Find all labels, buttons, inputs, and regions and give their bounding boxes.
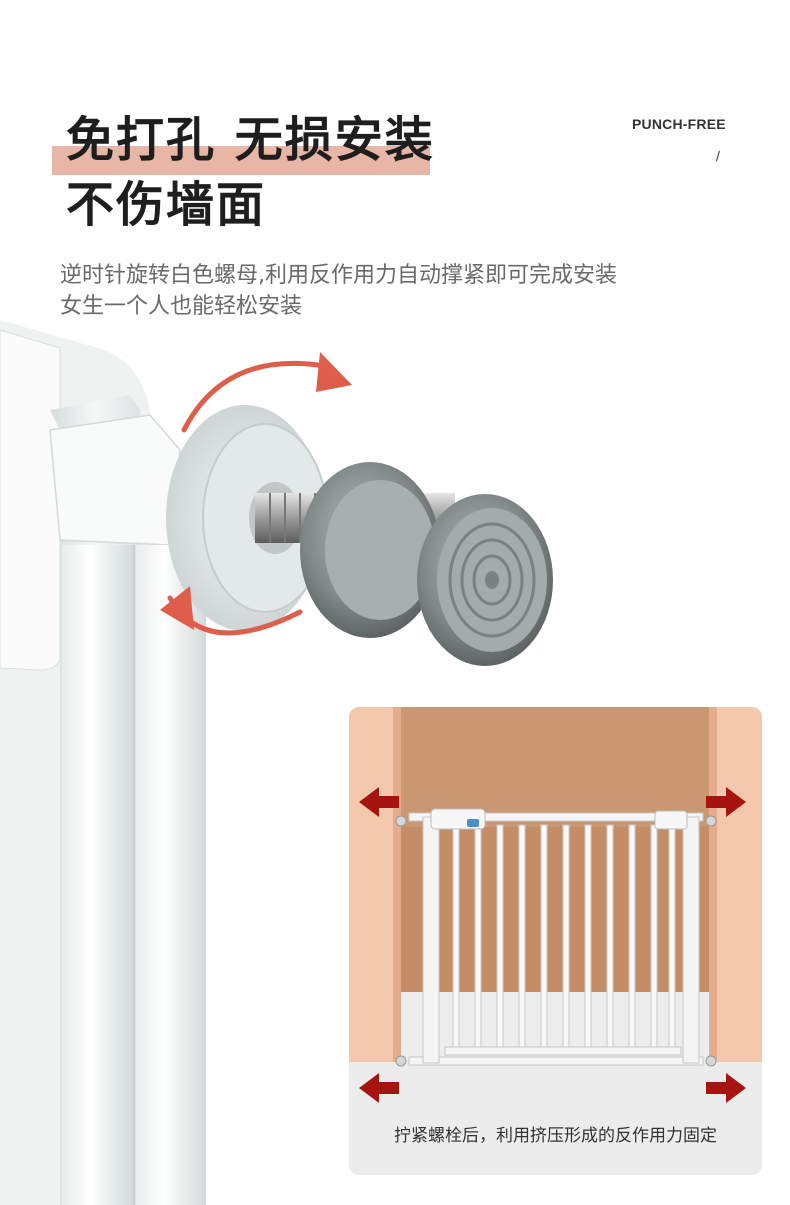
title-highlight-bar <box>52 146 430 175</box>
tag-separator: / <box>716 148 720 164</box>
description-line-2: 女生一个人也能轻松安装 <box>60 294 303 319</box>
wall-pad-icon <box>417 494 553 666</box>
room-gate-diagram <box>349 707 762 1175</box>
diagram-caption: 拧紧螺栓后，利用挤压形成的反作用力固定 <box>394 1126 717 1146</box>
push-arrow-icon <box>359 787 746 1103</box>
description-line-1: 逆时针旋转白色螺母,利用反作用力自动撑紧即可完成安装 <box>60 263 617 288</box>
page-title: 免打孔 无损安装 <box>66 112 435 168</box>
gate-pressure-screw-illustration <box>0 320 553 1205</box>
english-tag: PUNCH-FREE <box>632 116 726 132</box>
installation-diagram-card: 拧紧螺栓后，利用挤压形成的反作用力固定 <box>349 707 762 1175</box>
description: 逆时针旋转白色螺母,利用反作用力自动撑紧即可完成安装 女生一个人也能轻松安装 <box>60 260 750 322</box>
page-subtitle: 不伤墙面 <box>66 177 267 233</box>
safety-gate-icon <box>395 808 717 1067</box>
